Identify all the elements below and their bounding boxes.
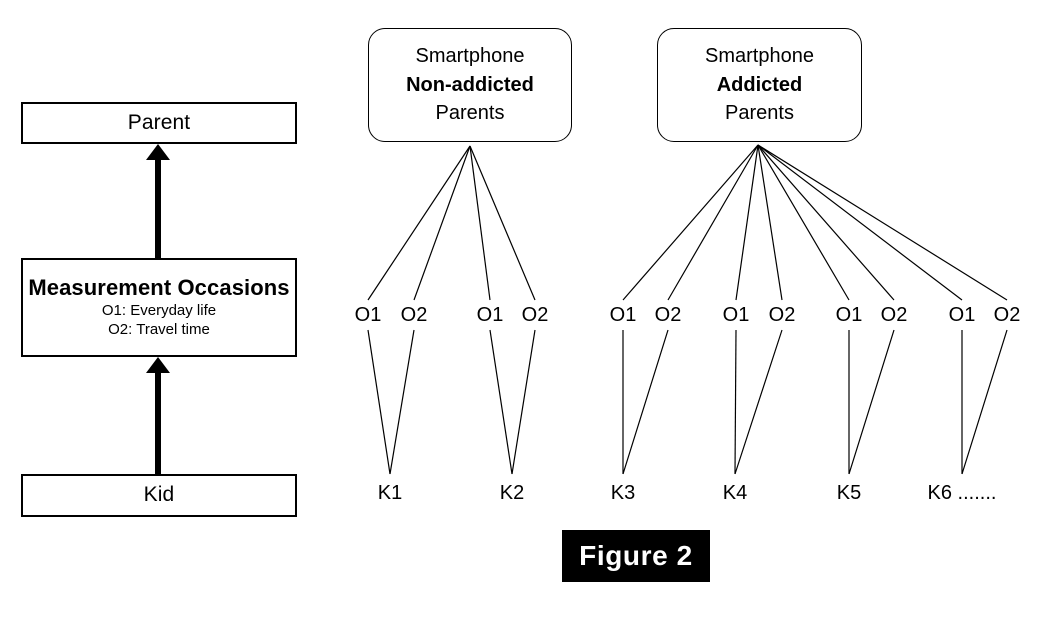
group-line-status: Addicted	[716, 73, 803, 96]
parent-level-label: Parent	[127, 110, 191, 134]
measurement-occasions-box: Measurement Occasions O1: Everyday life …	[21, 258, 297, 357]
edge-occasion-to-kid-5-b	[848, 329, 895, 475]
occasion-label-11: O1	[948, 304, 976, 326]
group-line-status: Non-addicted	[406, 73, 534, 96]
occasion-label-5: O1	[609, 304, 637, 326]
occasion-label-6: O2	[654, 304, 682, 326]
occasion-label-9: O1	[835, 304, 863, 326]
edge-occasion-to-kid-1-a	[367, 329, 391, 475]
edge-group-addicted-to-occasion-12	[757, 144, 1008, 301]
group-line-smartphone: Smartphone	[415, 45, 525, 68]
group-line-parents: Parents	[725, 102, 794, 125]
kid-level-label: Kid	[143, 483, 175, 507]
edge-group-addicted-to-occasion-7	[735, 144, 759, 301]
arrow-head-icon	[146, 357, 170, 373]
edge-occasion-to-kid-4-a	[734, 329, 737, 475]
group-box-non-addicted: Smartphone Non-addicted Parents	[368, 28, 572, 142]
occasion-label-8: O2	[768, 304, 796, 326]
arrow-measurement-to-parent	[146, 144, 170, 259]
edge-group-addicted-to-occasion-6	[667, 144, 759, 301]
group-line-smartphone: Smartphone	[705, 45, 814, 68]
kid-label-4: K4	[722, 482, 748, 504]
measurement-occasions-title: Measurement Occasions	[28, 274, 290, 300]
occasion-label-4: O2	[521, 304, 549, 326]
group-box-addicted: Smartphone Addicted Parents	[657, 28, 862, 142]
occasion-o2-description: O2: Travel time	[108, 321, 210, 339]
edge-occasion-to-kid-6-b	[961, 329, 1008, 475]
group-line-parents: Parents	[435, 102, 505, 125]
edge-group-addicted-to-occasion-8	[757, 144, 783, 301]
kid-level-box: Kid	[21, 474, 297, 517]
edge-group-addicted-to-occasion-5	[622, 144, 759, 301]
edge-group-addicted-to-occasion-11	[757, 144, 963, 301]
kid-label-1: K1	[377, 482, 403, 504]
arrow-kid-to-measurement	[146, 357, 170, 475]
parent-level-box: Parent	[21, 102, 297, 144]
edge-occasion-to-kid-2-b	[511, 329, 536, 475]
edge-occasion-to-kid-3-b	[622, 329, 669, 475]
edge-occasion-to-kid-1-b	[389, 329, 415, 475]
edge-occasion-to-kid-2-a	[489, 329, 513, 475]
edge-group-nonaddicted-to-occasion-2	[413, 145, 471, 301]
edge-group-nonaddicted-to-occasion-3	[469, 145, 491, 301]
edge-occasion-to-kid-4-b	[734, 329, 783, 475]
edge-group-nonaddicted-to-occasion-4	[469, 145, 536, 301]
occasion-label-7: O1	[722, 304, 750, 326]
arrow-shaft	[155, 371, 161, 475]
figure-caption-text: Figure 2	[579, 540, 693, 571]
occasion-o1-description: O1: Everyday life	[101, 301, 217, 319]
occasion-label-12: O2	[993, 304, 1021, 326]
occasion-label-10: O2	[880, 304, 908, 326]
arrow-shaft	[155, 158, 161, 259]
kid-label-6: K6 .......	[927, 482, 997, 504]
occasion-label-2: O2	[400, 304, 428, 326]
kid-label-5: K5	[836, 482, 862, 504]
edge-group-addicted-to-occasion-9	[757, 144, 850, 301]
arrow-head-icon	[146, 144, 170, 160]
edge-group-addicted-to-occasion-10	[757, 144, 895, 301]
kid-label-3: K3	[610, 482, 636, 504]
occasion-label-1: O1	[354, 304, 382, 326]
edge-group-nonaddicted-to-occasion-1	[367, 145, 471, 301]
kid-label-2: K2	[499, 482, 525, 504]
figure-caption: Figure 2	[562, 530, 710, 582]
occasion-label-3: O1	[476, 304, 504, 326]
